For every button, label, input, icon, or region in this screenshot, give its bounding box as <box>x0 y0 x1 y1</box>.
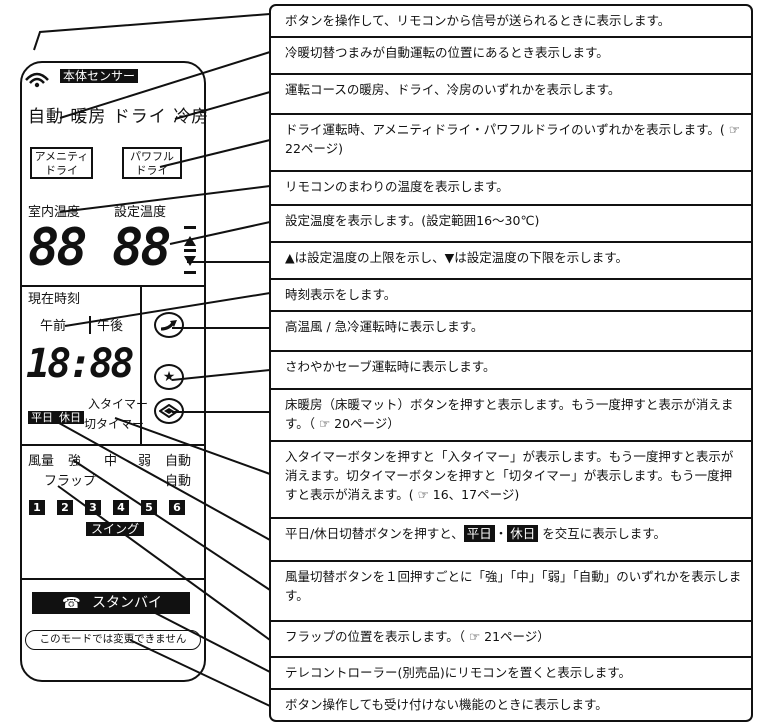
set-temp-label: 設定温度 <box>114 205 167 220</box>
middle-divider <box>22 444 204 446</box>
clock-digits: 18:88 <box>26 341 134 387</box>
annotation-12: 入タイマーボタンを押すと「入タイマー」が表示します。もう一度押すと表示が消えます… <box>269 442 753 519</box>
annotation-2: 冷暖切替つまみが自動運転の位置にあるとき表示します。 <box>269 38 753 75</box>
annotation-16-text: テレコントローラー(別売品)にリモコンを置くと表示します。 <box>285 665 632 680</box>
annotation-3-text: 運転コースの暖房、ドライ、冷房のいずれかを表示します。 <box>285 82 621 97</box>
holiday-icon: 休日 <box>507 525 539 542</box>
annotation-17-text: ボタン操作しても受け付けない機能のときに表示します。 <box>285 697 608 712</box>
am-label: 午前 <box>40 319 67 334</box>
fan-mid: 中 <box>104 454 118 469</box>
annotation-8: 時刻表示をします。 <box>269 280 753 312</box>
temp-limit-icon <box>184 226 196 274</box>
annotation-11-text: 床暖房（床暖マット）ボタンを押すと表示します。もう一度押すと表示が消えます。（ … <box>285 397 734 431</box>
not-changeable-box: このモードでは変更できません <box>25 630 201 650</box>
annotation-2-text: 冷暖切替つまみが自動運転の位置にあるとき表示します。 <box>285 45 609 60</box>
annotation-1-text: ボタンを操作して、リモコンから信号が送られるときに表示します。 <box>285 13 671 28</box>
clock-label: 現在時刻 <box>28 292 81 307</box>
set-temp-digits: 88 <box>112 218 172 278</box>
annotation-9: 高温風 / 急冷運転時に表示します。 <box>269 312 753 352</box>
room-temp-digits: 88 <box>28 218 88 278</box>
fan-weak: 弱 <box>138 454 152 469</box>
annotation-15: フラップの位置を表示します。（ ☞ 21ページ） <box>269 622 753 658</box>
annotation-1: ボタンを操作して、リモコンから信号が送られるときに表示します。 <box>269 4 753 38</box>
annotation-14: 風量切替ボタンを１回押すごとに「強」「中」「弱」「自動」のいずれかを表示します。 <box>269 562 753 622</box>
signal-icon <box>25 72 49 88</box>
off-timer-label: 切タイマー <box>84 417 145 431</box>
floor-heat-icon <box>154 398 184 424</box>
annotation-17: ボタン操作しても受け付けない機能のときに表示します。 <box>269 690 753 722</box>
fan-label: 風量 <box>28 454 55 469</box>
annotation-13-text-b: を交互に表示します。 <box>538 526 666 541</box>
vertical-divider <box>140 287 142 444</box>
annotation-10: さわやかセーブ運転時に表示します。 <box>269 352 753 390</box>
fan-strong: 強 <box>68 454 82 469</box>
flap-pos-4: 4 <box>113 500 129 515</box>
annotation-8-text: 時刻表示をします。 <box>285 287 397 302</box>
annotation-9-text: 高温風 / 急冷運転時に表示します。 <box>285 319 484 334</box>
annotation-7-text: ▲は設定温度の上限を示し、▼は設定温度の下限を示します。 <box>285 250 628 265</box>
hot-wind-icon <box>154 312 184 338</box>
lower-divider <box>22 578 204 580</box>
swing-badge: スイング <box>86 522 145 536</box>
annotation-3: 運転コースの暖房、ドライ、冷房のいずれかを表示します。 <box>269 75 753 115</box>
holiday-badge: 休日 <box>56 411 84 424</box>
flap-pos-3: 3 <box>85 500 101 515</box>
upper-divider <box>22 285 204 287</box>
annotation-13: 平日/休日切替ボタンを押すと、平日・休日 を交互に表示します。 <box>269 519 753 562</box>
annotation-5-text: リモコンのまわりの温度を表示します。 <box>285 179 509 194</box>
flap-label: フラップ <box>44 474 97 489</box>
mode-labels: 自動 暖房 ドライ 冷房 <box>28 107 210 127</box>
annotation-6-text: 設定温度を表示します。(設定範囲16～30℃) <box>285 213 540 228</box>
annotation-6: 設定温度を表示します。(設定範囲16～30℃) <box>269 206 753 243</box>
annotation-10-text: さわやかセーブ運転時に表示します。 <box>285 359 496 374</box>
room-temp-label: 室内温度 <box>28 205 81 220</box>
fan-auto: 自動 <box>165 454 192 469</box>
standby-bar: ☎ スタンバイ <box>32 592 190 614</box>
annotation-12-text: 入タイマーボタンを押すと「入タイマー」が表示します。もう一度押すと表示が消えます… <box>285 449 734 502</box>
amenity-dry-box: アメニティ ドライ <box>30 147 93 179</box>
remote-body <box>20 61 206 682</box>
weekday-badge: 平日 <box>28 411 56 424</box>
phone-icon: ☎ <box>62 594 81 612</box>
annotation-4-text: ドライ運転時、アメニティドライ・パワフルドライのいずれかを表示します。( ☞ 2… <box>285 122 740 156</box>
powerful-dry-box: パワフル ドライ <box>122 147 182 179</box>
pm-label: 午後 <box>97 319 124 334</box>
pm-bracket <box>89 316 91 334</box>
flap-pos-5: 5 <box>141 500 157 515</box>
flap-auto: 自動 <box>165 474 192 489</box>
annotation-4: ドライ運転時、アメニティドライ・パワフルドライのいずれかを表示します。( ☞ 2… <box>269 115 753 172</box>
annotation-5: リモコンのまわりの温度を表示します。 <box>269 172 753 206</box>
annotation-13-sep: ・ <box>494 526 508 541</box>
star-icon: ★ <box>154 364 184 390</box>
flap-pos-6: 6 <box>169 500 185 515</box>
annotation-11: 床暖房（床暖マット）ボタンを押すと表示します。もう一度押すと表示が消えます。（ … <box>269 390 753 442</box>
on-timer-label: 入タイマー <box>88 397 149 411</box>
annotation-15-text: フラップの位置を表示します。（ ☞ 21ページ） <box>285 629 550 644</box>
sensor-badge: 本体センサー <box>60 69 139 83</box>
annotation-13-text-a: 平日/休日切替ボタンを押すと、 <box>285 526 464 541</box>
annotation-14-text: 風量切替ボタンを１回押すごとに「強」「中」「弱」「自動」のいずれかを表示します。 <box>285 569 742 603</box>
weekday-icon: 平日 <box>463 525 495 542</box>
annotation-16: テレコントローラー(別売品)にリモコンを置くと表示します。 <box>269 658 753 690</box>
flap-pos-2: 2 <box>57 500 73 515</box>
annotation-7: ▲は設定温度の上限を示し、▼は設定温度の下限を示します。 <box>269 243 753 280</box>
standby-label: スタンバイ <box>92 595 162 611</box>
flap-pos-1: 1 <box>29 500 45 515</box>
